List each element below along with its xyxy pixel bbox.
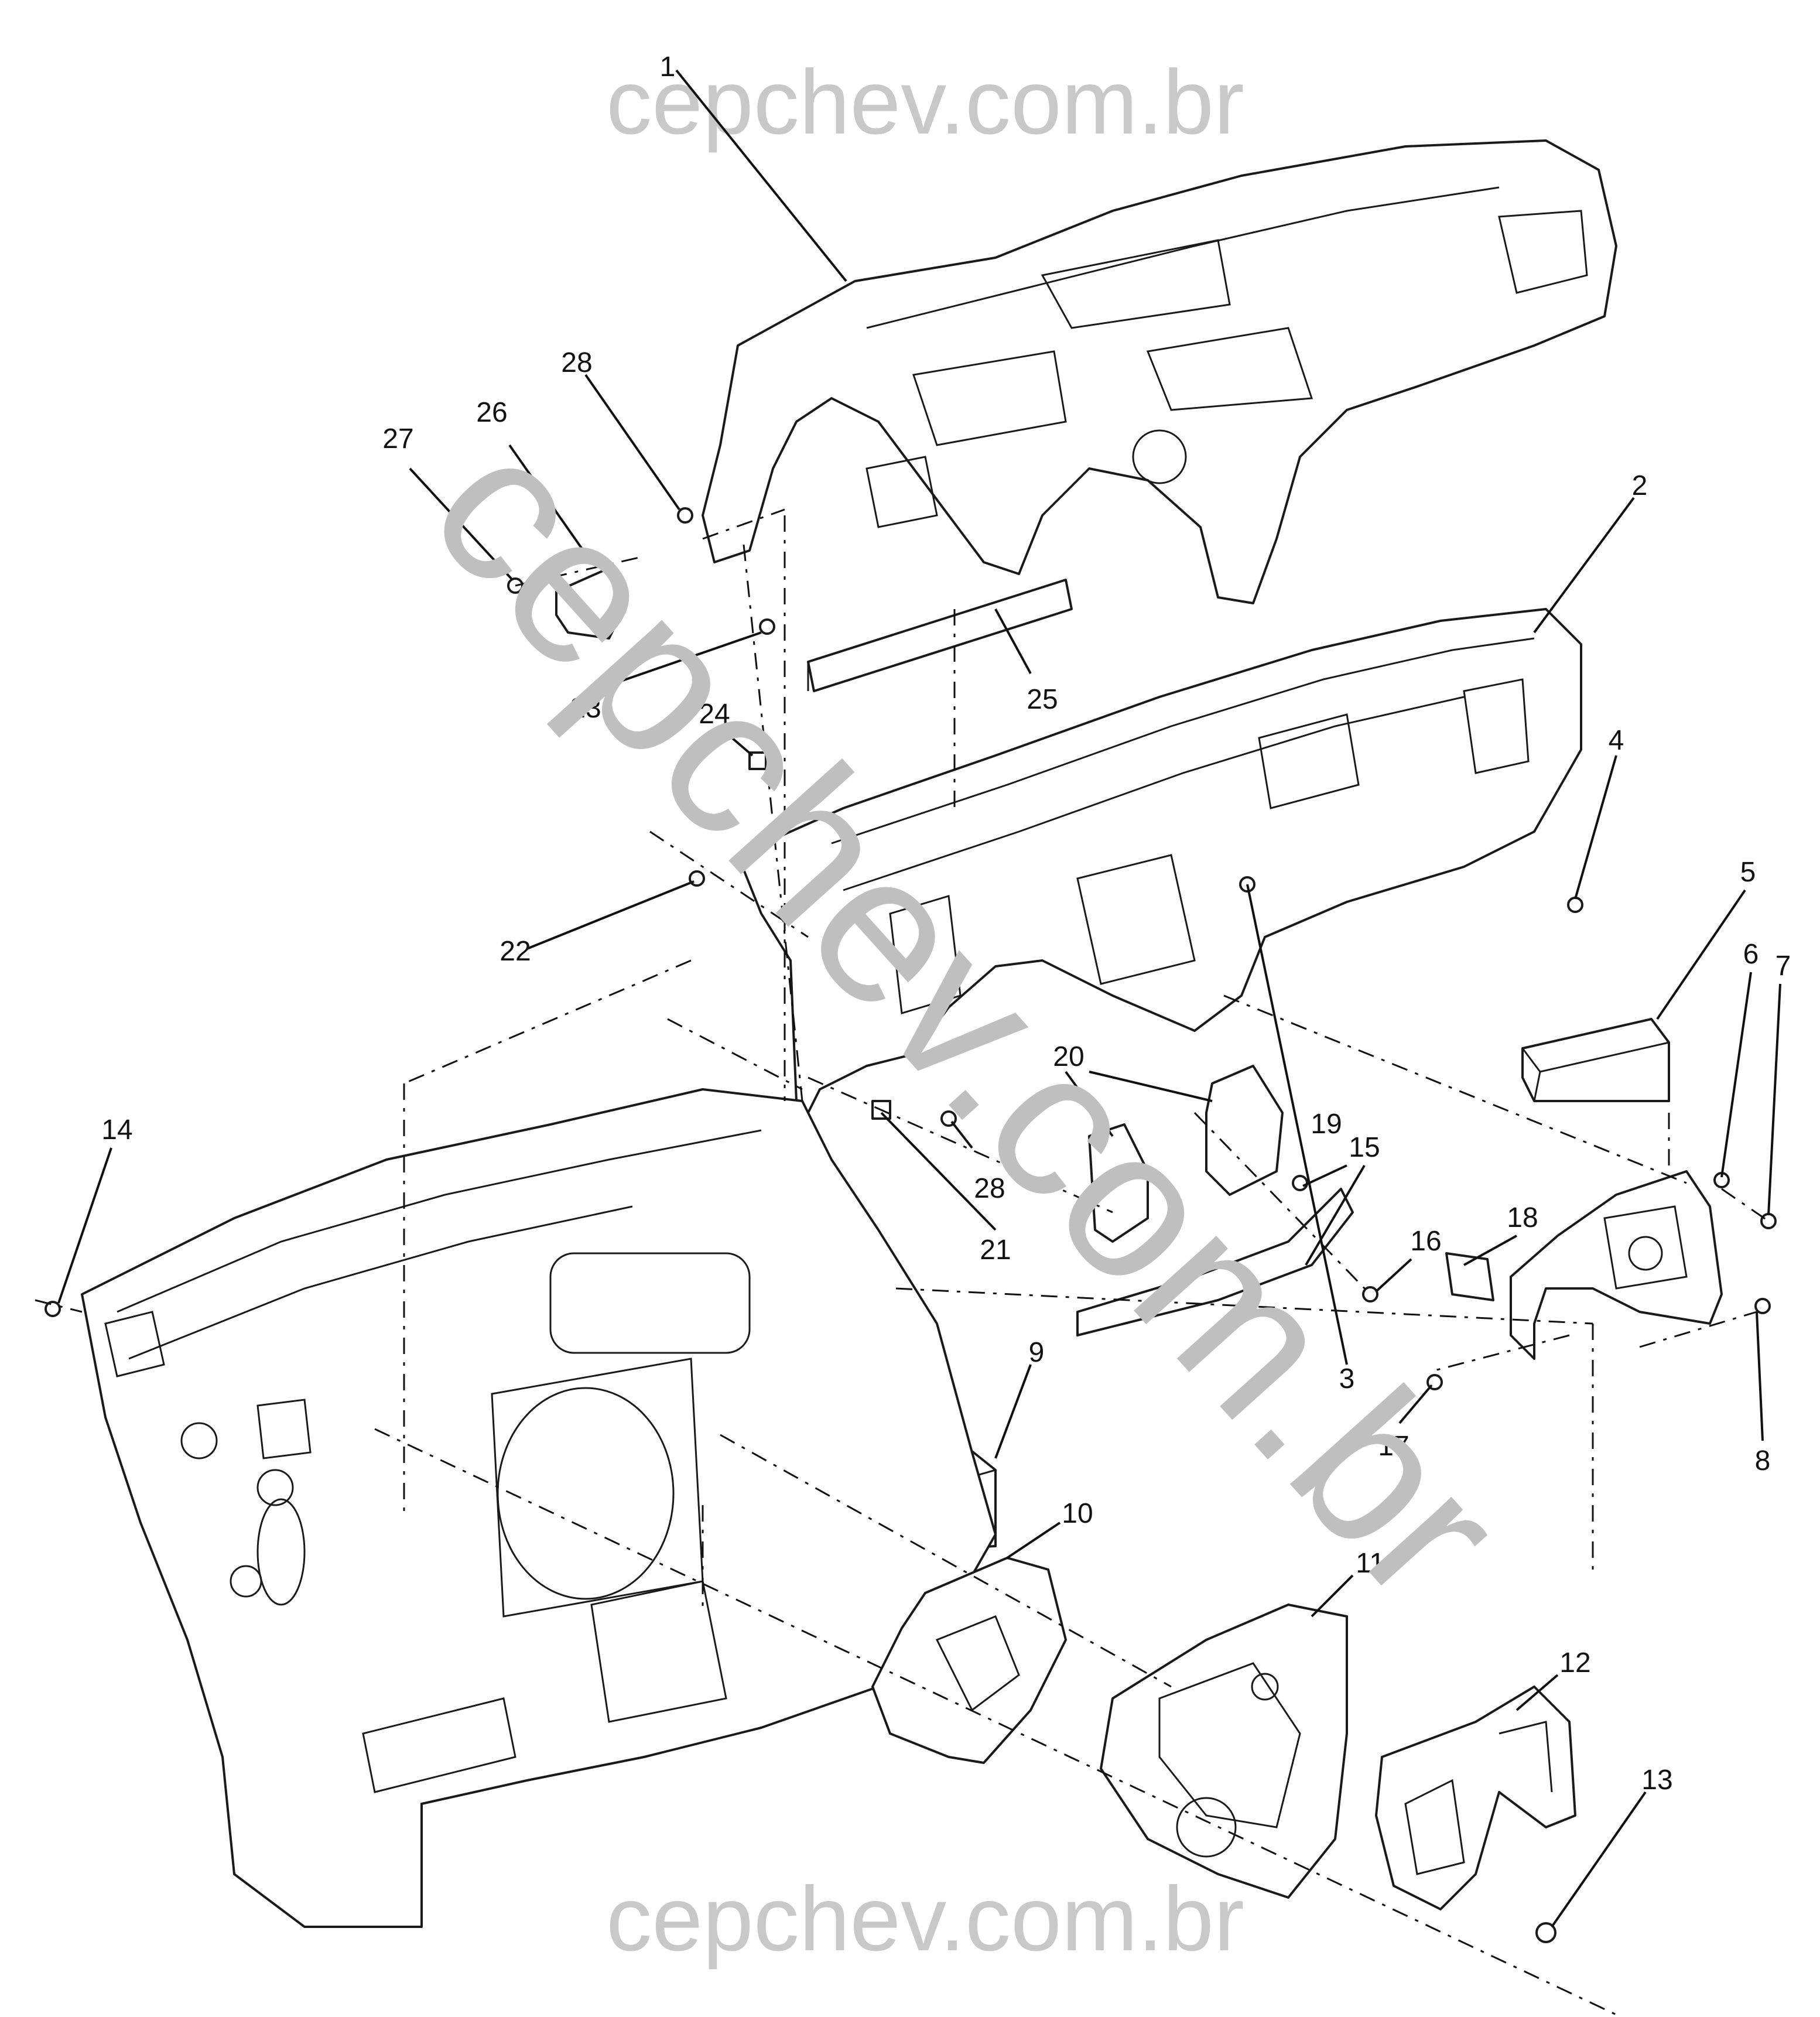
callout-13: 13	[1641, 1765, 1672, 1796]
callout-2: 2	[1632, 470, 1648, 501]
insulator-10-part	[871, 1557, 1067, 1764]
callout-4: 4	[1609, 725, 1624, 756]
dash-panel-body-part	[81, 1088, 997, 1928]
callout-24: 24	[699, 699, 730, 730]
parts-artwork	[45, 139, 1777, 1943]
callout-15: 15	[1349, 1132, 1380, 1163]
instrument-panel-part	[702, 139, 1617, 604]
bracket-12-part	[1375, 1686, 1576, 1910]
watermark-top: cepchev.com.br	[606, 52, 1244, 153]
callout-20: 20	[1053, 1041, 1084, 1072]
callout-12: 12	[1559, 1647, 1590, 1678]
duct-15-part	[1076, 1188, 1354, 1336]
callout-25: 25	[1027, 684, 1058, 715]
fastener-19-part	[1292, 1175, 1308, 1191]
callout-1: 1	[660, 52, 676, 83]
bracket-26-part	[555, 567, 622, 640]
callout-23: 23	[570, 693, 601, 724]
callout-7: 7	[1775, 951, 1791, 982]
fastener-28a-part	[677, 507, 693, 524]
fastener-13-part	[1535, 1922, 1556, 1943]
callout-6: 6	[1743, 939, 1759, 970]
panel-11-part	[1100, 1604, 1348, 1899]
callout-26: 26	[476, 397, 507, 428]
leader-lines	[57, 69, 1781, 1928]
callout-28b: 28	[974, 1173, 1005, 1204]
callout-19: 19	[1311, 1109, 1342, 1140]
fastener-16-part	[1362, 1286, 1378, 1302]
watermark-bottom: cepchev.com.br	[606, 1868, 1244, 1970]
bracket-20-part	[1088, 1065, 1284, 1243]
callout-17: 17	[1378, 1431, 1409, 1462]
callout-27: 27	[382, 423, 413, 454]
callout-22: 22	[500, 936, 531, 967]
bracket-assembly-part	[1510, 1170, 1723, 1360]
callout-labels: 1 2 3 4 5 6 7 8 9 10 11 12 13 14 15 16 1…	[101, 52, 1791, 1796]
reference-lines	[35, 508, 1769, 2016]
cross-car-beam-part	[737, 608, 1582, 1114]
callout-3: 3	[1339, 1363, 1355, 1394]
callout-28a: 28	[561, 347, 592, 378]
fastener-8-part	[1754, 1298, 1771, 1314]
callout-14: 14	[101, 1115, 132, 1146]
callout-5: 5	[1740, 857, 1756, 888]
callout-21: 21	[980, 1235, 1011, 1266]
fastener-14-part	[45, 1301, 61, 1317]
fastener-7-part	[1760, 1213, 1777, 1229]
callout-10: 10	[1062, 1498, 1093, 1529]
callout-18: 18	[1507, 1202, 1538, 1233]
callout-9: 9	[1029, 1337, 1045, 1368]
callout-11: 11	[1356, 1548, 1385, 1579]
fastener-23-part	[759, 618, 775, 635]
block-5-part	[1521, 1018, 1670, 1102]
insulator-block-part	[807, 579, 1073, 692]
callout-16: 16	[1410, 1226, 1441, 1257]
callout-8: 8	[1755, 1445, 1771, 1476]
fastener-4-part	[1567, 897, 1583, 913]
grille-18-part	[1445, 1252, 1494, 1301]
